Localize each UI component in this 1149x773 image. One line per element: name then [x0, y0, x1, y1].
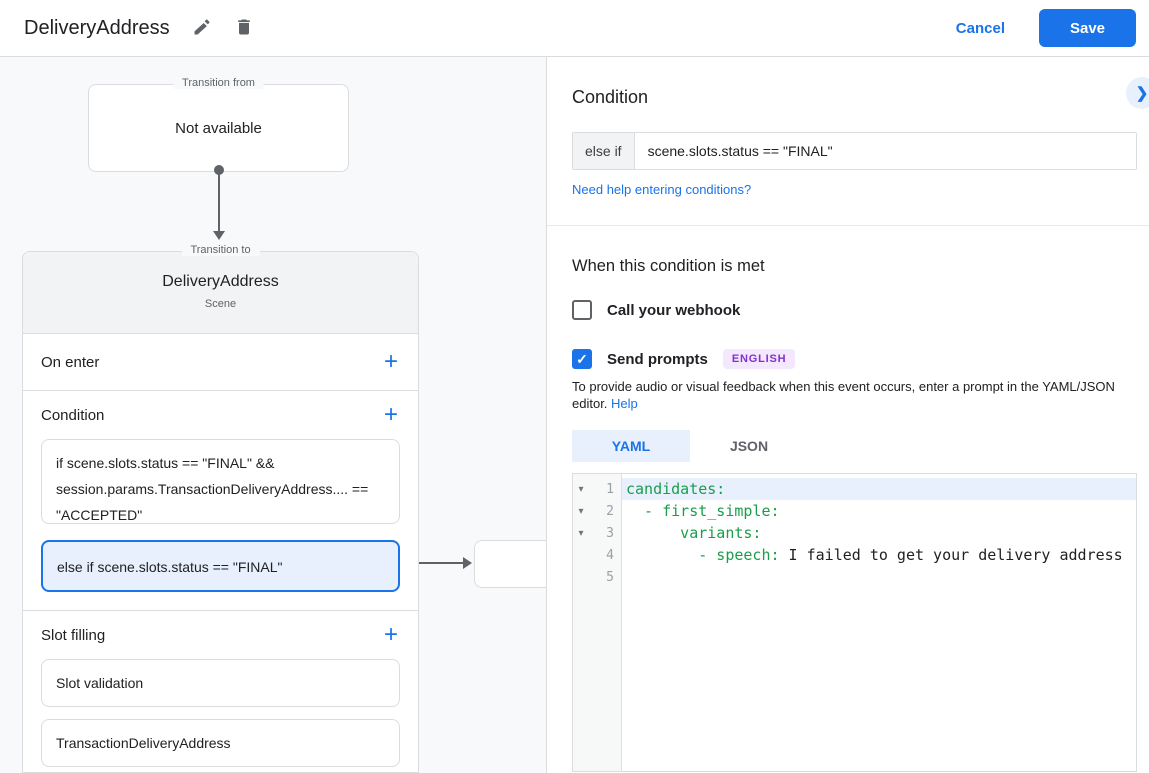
transition-from-box[interactable]: Transition from Not available [88, 77, 349, 172]
prompt-note: To provide audio or visual feedback when… [572, 378, 1137, 412]
transition-from-legend: Transition from [173, 77, 264, 89]
transition-to-legend: Transition to [181, 244, 260, 256]
condition-prefix-label: else if [573, 133, 635, 169]
section-slot-filling: Slot filling + Slot validation Transacti… [23, 611, 418, 767]
plus-icon: + [383, 621, 398, 648]
editor-gutter: ▾ 1 ▾ 2 ▾ 3 4 5 [573, 474, 622, 771]
send-prompts-label: Send prompts [607, 350, 708, 368]
pencil-icon [192, 17, 212, 40]
on-enter-label: On enter [41, 353, 100, 371]
tab-yaml[interactable]: YAML [572, 430, 690, 462]
slot-item-validation[interactable]: Slot validation [41, 659, 400, 707]
chevron-right-icon: ❯ [1135, 85, 1149, 102]
line-number: 1 [606, 481, 614, 497]
section-condition: Condition + if scene.slots.status == "FI… [23, 391, 418, 611]
scene-card-header: DeliveryAddress Scene [23, 252, 418, 334]
line-number: 4 [606, 547, 614, 563]
webhook-checkbox[interactable] [572, 300, 592, 320]
save-button[interactable]: Save [1039, 9, 1136, 47]
checkmark-icon: ✓ [576, 350, 588, 367]
condition-expression-row: else if [572, 132, 1137, 170]
slot-filling-label: Slot filling [41, 626, 106, 644]
condition-expression-input[interactable] [634, 133, 1136, 169]
help-link[interactable]: Help [611, 396, 638, 411]
code-line[interactable]: - speech: I failed to get your delivery … [626, 546, 1123, 564]
prompt-note-text: To provide audio or visual feedback when… [572, 379, 1115, 411]
line-number: 2 [606, 503, 614, 519]
condition-detail-panel: ❯ Condition else if Need help entering c… [546, 57, 1149, 773]
editor-tabs: YAML JSON [572, 430, 1137, 462]
transition-from-value: Not available [175, 119, 262, 137]
fold-toggle-icon[interactable]: ▾ [578, 527, 584, 539]
edit-button[interactable] [192, 17, 212, 40]
when-met-heading: When this condition is met [572, 257, 765, 275]
fold-toggle-icon[interactable]: ▾ [578, 505, 584, 517]
transition-target-box[interactable] [474, 540, 546, 588]
help-conditions-link[interactable]: Need help entering conditions? [572, 182, 752, 197]
delete-button[interactable] [234, 17, 254, 40]
code-line[interactable] [622, 566, 1136, 588]
panel-condition-heading: Condition [572, 87, 649, 107]
plus-icon: + [383, 401, 398, 428]
fold-toggle-icon[interactable]: ▾ [578, 483, 584, 495]
add-slot-button[interactable]: + [384, 623, 398, 647]
page-title: DeliveryAddress [24, 16, 170, 39]
panel-divider [547, 225, 1149, 226]
webhook-label: Call your webhook [607, 301, 741, 319]
editor-code[interactable]: candidates: - first_simple: variants: - … [622, 474, 1136, 771]
arrow-right-head [463, 557, 472, 569]
condition-item-selected[interactable]: else if scene.slots.status == "FINAL" [41, 540, 400, 592]
arrow-down-head [213, 231, 225, 240]
line-number: 3 [606, 525, 614, 541]
send-prompts-row: ✓ Send prompts ENGLISH [572, 349, 1137, 369]
line-number: 5 [606, 569, 614, 585]
code-line[interactable]: variants: [626, 524, 762, 542]
scene-type-label: Scene [204, 298, 237, 310]
yaml-editor: ▾ 1 ▾ 2 ▾ 3 4 5 candidates: - first_simple: var… [572, 473, 1137, 772]
collapse-panel-button[interactable]: ❯ [1126, 77, 1149, 109]
transition-to-card: Transition to DeliveryAddress Scene On e… [22, 244, 419, 773]
language-badge: ENGLISH [722, 349, 796, 369]
plus-icon: + [383, 348, 398, 375]
condition-label: Condition [41, 406, 105, 424]
code-line[interactable]: - first_simple: [626, 502, 780, 520]
add-on-enter-button[interactable]: + [384, 350, 398, 374]
add-condition-button[interactable]: + [384, 403, 398, 427]
scene-name: DeliveryAddress [162, 273, 279, 290]
section-on-enter: On enter + [23, 334, 418, 391]
send-prompts-checkbox[interactable]: ✓ [572, 349, 592, 369]
cancel-button[interactable]: Cancel [955, 19, 1005, 37]
condition-item[interactable]: if scene.slots.status == "FINAL" && sess… [41, 439, 400, 524]
tab-json[interactable]: JSON [729, 438, 769, 454]
slot-item-transaction[interactable]: TransactionDeliveryAddress [41, 719, 400, 767]
code-line[interactable]: candidates: [622, 478, 1136, 500]
top-bar: DeliveryAddress Cancel Save [0, 0, 1149, 57]
trash-icon [234, 17, 254, 40]
webhook-row: Call your webhook [572, 300, 1137, 320]
scene-diagram: Transition from Not available Transition… [0, 57, 546, 773]
